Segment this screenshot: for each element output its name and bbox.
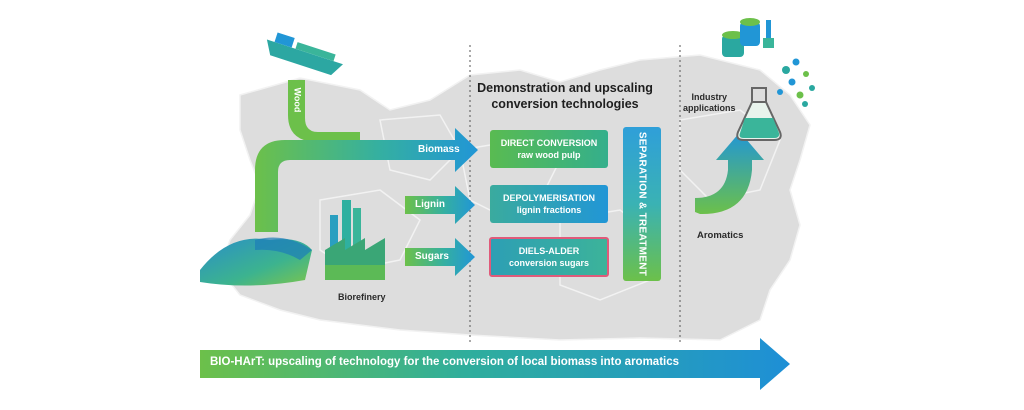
wood-arrow bbox=[288, 80, 360, 142]
aromatics-arrow bbox=[695, 132, 764, 215]
flask-icon bbox=[736, 87, 782, 141]
wood-label: Wood bbox=[292, 87, 303, 113]
process-subtitle: conversion sugars bbox=[508, 258, 590, 268]
process-title: DEPOLYMERISATION bbox=[502, 193, 595, 203]
process-subtitle: lignin fractions bbox=[516, 205, 582, 215]
lignin-arrow bbox=[405, 186, 475, 224]
biomass-arrow bbox=[255, 128, 478, 232]
biorefinery-label: Biorefinery bbox=[338, 292, 386, 302]
lignin-label: Lignin bbox=[415, 199, 445, 210]
process-title: DIRECT CONVERSION bbox=[500, 138, 598, 148]
banner-arrow bbox=[200, 338, 790, 390]
factory-icon bbox=[325, 200, 385, 280]
aromatics-label: Aromatics bbox=[697, 230, 744, 241]
heading-line1: Demonstration and upscaling bbox=[477, 81, 653, 95]
ship-icon bbox=[266, 32, 343, 76]
banner-text: BIO-HArT: upscaling of technology for th… bbox=[210, 356, 680, 368]
separation-treatment-box: SEPARATION & TREATMENT bbox=[623, 127, 661, 281]
industry-label-line2: applications bbox=[683, 103, 736, 113]
separation-treatment-label: SEPARATION & TREATMENT bbox=[636, 131, 648, 277]
process-direct-conversion: DIRECT CONVERSION raw wood pulp bbox=[490, 130, 608, 168]
section-heading: Demonstration and upscaling conversion t… bbox=[470, 80, 660, 112]
process-depolymerisation: DEPOLYMERISATION lignin fractions bbox=[490, 185, 608, 223]
process-subtitle: raw wood pulp bbox=[517, 150, 581, 160]
industry-label: Industry applications bbox=[683, 92, 736, 114]
material-rolls-icon bbox=[722, 18, 760, 57]
industry-label-line1: Industry bbox=[691, 92, 728, 102]
molecule-icon bbox=[777, 58, 815, 107]
process-title: DIELS-ALDER bbox=[518, 246, 580, 256]
land-icon bbox=[200, 237, 312, 286]
sugars-label: Sugars bbox=[415, 251, 449, 262]
biomass-label: Biomass bbox=[418, 144, 460, 155]
sugars-arrow bbox=[405, 238, 475, 276]
paint-brush-icon bbox=[763, 20, 774, 48]
process-diels-alder: DIELS-ALDER conversion sugars bbox=[489, 237, 609, 277]
heading-line2: conversion technologies bbox=[491, 97, 639, 111]
